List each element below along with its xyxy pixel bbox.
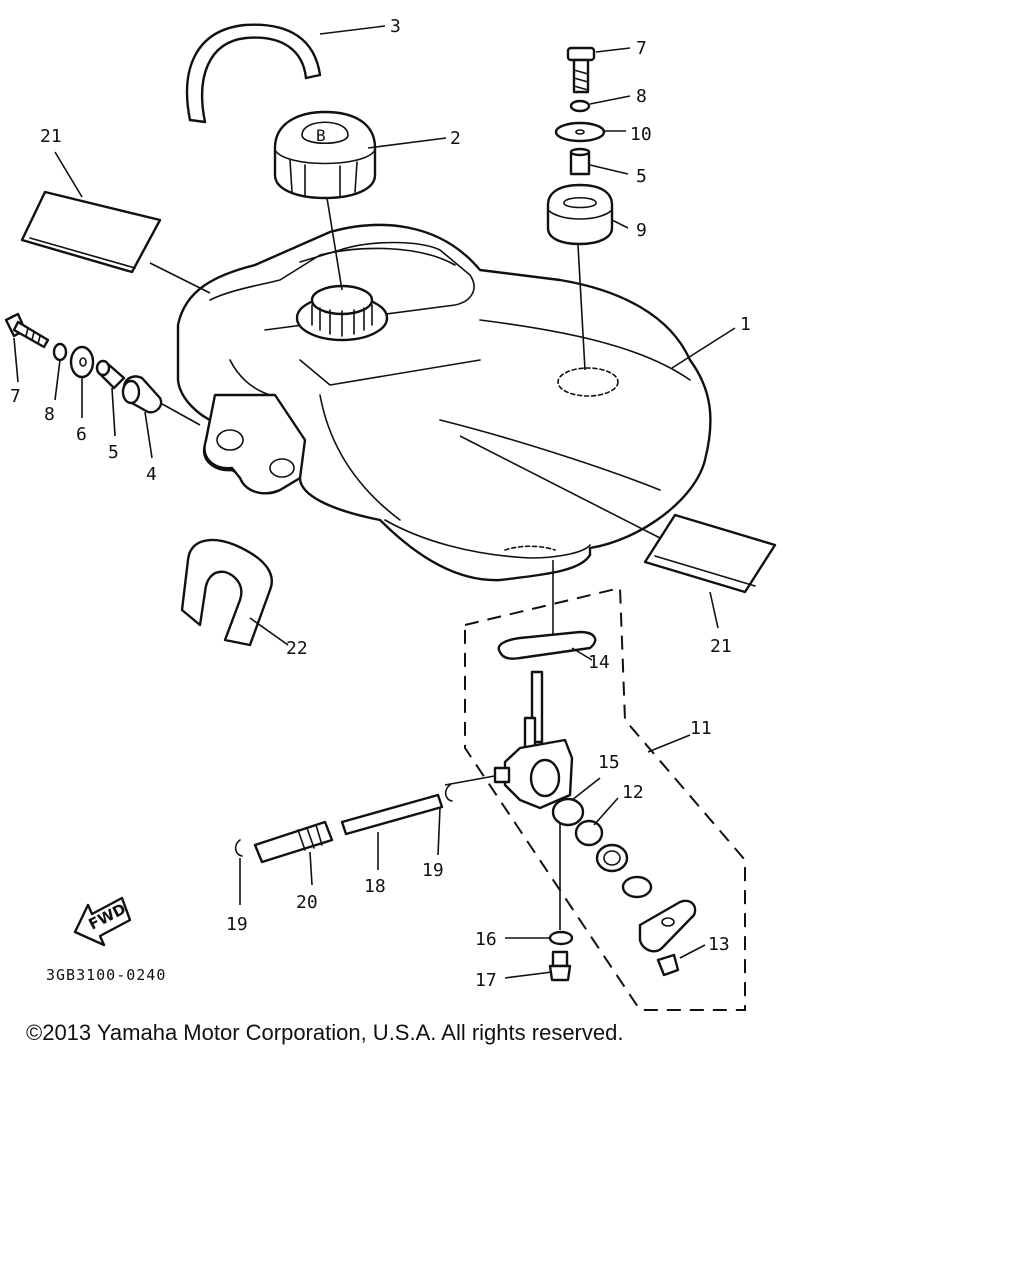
callout-10: 10 [630,124,652,145]
callout-3: 3 [390,16,401,37]
callout-7-left: 7 [10,386,21,407]
callout-4: 4 [146,464,157,485]
callout-leaders [13,25,736,979]
callout-5-top: 5 [636,166,647,187]
bolt-part-left [4,312,50,349]
svg-text:B: B [316,126,326,145]
hose-clip-small-part-left [234,839,243,857]
callout-11: 11 [690,718,712,739]
callout-13: 13 [708,934,730,955]
drain-bolt-part [548,950,572,982]
cock-gasket-part [497,630,597,660]
callout-2: 2 [450,128,461,149]
collar-part-left [95,359,126,390]
callout-8-top: 8 [636,86,647,107]
callout-12: 12 [622,782,644,803]
hose-clip-small-part-right [444,784,453,802]
callout-21-left: 21 [40,126,62,147]
grommet-part [121,375,163,414]
callout-14: 14 [588,652,610,673]
callout-19-left: 19 [226,914,248,935]
callout-6: 6 [76,424,87,445]
callout-19-right: 19 [422,860,444,881]
copyright-notice: ©2013 Yamaha Motor Corporation, U.S.A. A… [26,1020,624,1045]
packing-part [551,797,585,827]
fuel-cap-part: B [273,110,377,200]
callout-20: 20 [296,892,318,913]
callout-7-top: 7 [636,38,647,59]
o-ring-part [574,819,604,847]
breather-hose-part [185,23,322,124]
drawing-code: 3GB3100-0240 [46,966,166,984]
callout-8-left: 8 [44,404,55,425]
plate-screw-part [656,953,680,977]
fuel-cock-body-part [493,670,574,810]
washer-part-top [554,121,606,143]
callout-5-left: 5 [108,442,119,463]
callout-16: 16 [475,929,497,950]
hose-clip-part [180,538,273,647]
callout-21-right: 21 [710,636,732,657]
damper-part [546,183,614,246]
fuel-filter-part [253,820,334,864]
callout-15: 15 [598,752,620,773]
decal-part-left [20,190,162,274]
callout-9: 9 [636,220,647,241]
callout-17: 17 [475,970,497,991]
decal-part-right [643,513,777,594]
fuel-cock-assembly-outline [464,586,746,1011]
bolt-part-top [566,46,596,94]
fuel-tank-part [176,223,712,582]
callout-1: 1 [740,314,751,335]
fuel-hose-part [340,793,444,836]
callout-18: 18 [364,876,386,897]
callout-22: 22 [286,638,308,659]
lock-washer-part-left [52,342,68,362]
washer-part-bottom [548,930,574,946]
lock-washer-part-top [569,99,591,113]
lever-valve-part [595,843,653,899]
washer-part-left [69,345,95,379]
collar-part-top [569,147,591,176]
cover-plate-part [638,899,697,953]
forward-arrow-icon: FWD [73,896,132,947]
